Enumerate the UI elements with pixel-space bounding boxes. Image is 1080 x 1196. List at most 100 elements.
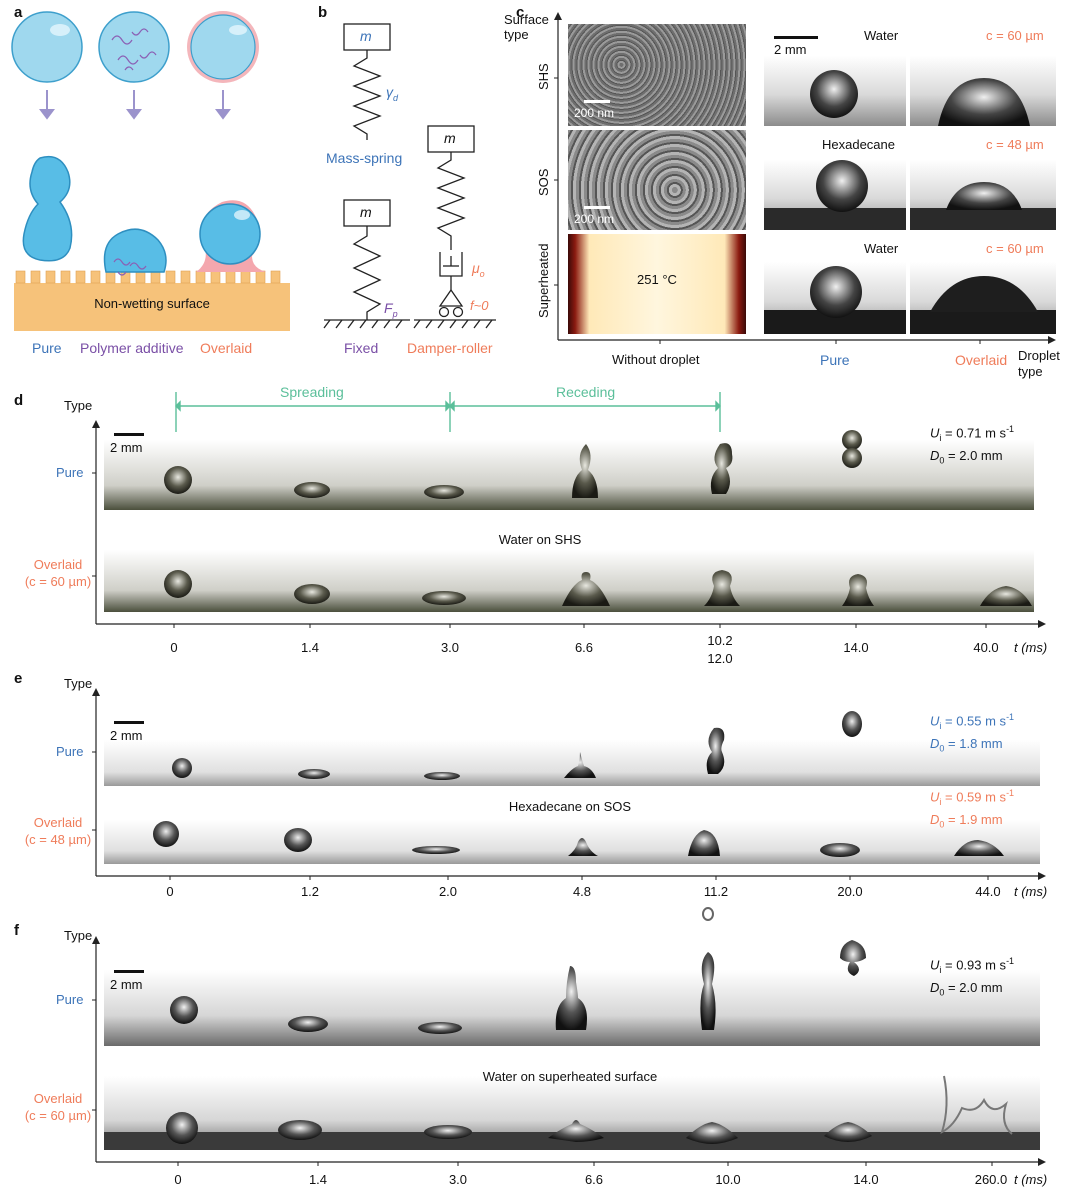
e-scale-label: 2 mm bbox=[110, 728, 143, 743]
mass-m-1: m bbox=[360, 28, 372, 44]
polymer-droplet-icon bbox=[98, 11, 170, 83]
panel-label-b: b bbox=[318, 4, 328, 21]
e-t-axis-label: t (ms) bbox=[1014, 884, 1048, 899]
f-time-1: 1.4 bbox=[308, 1172, 328, 1187]
f-overlaid-label: Overlaid(c = 60 µm) bbox=[24, 1091, 92, 1123]
e-scale-bar bbox=[114, 721, 144, 724]
damper-roller-label: Damper-roller bbox=[407, 340, 493, 356]
e-type-label: Type bbox=[64, 676, 93, 691]
e-overlaid-params: Ui = 0.59 m s-1 D0 = 1.9 mm bbox=[930, 788, 1015, 830]
panel-a-schematic bbox=[11, 11, 290, 331]
f-time-5: 14.0 bbox=[853, 1172, 879, 1187]
e-time-5: 20.0 bbox=[837, 884, 863, 899]
f-time-4: 10.0 bbox=[715, 1172, 741, 1187]
force-fp-label: Fp bbox=[384, 300, 398, 319]
d-pure-label: Pure bbox=[56, 465, 84, 480]
pure-droplet-icon bbox=[11, 11, 83, 83]
panel-label-a: a bbox=[14, 4, 23, 21]
pure-type-label: Pure bbox=[32, 340, 62, 356]
d-scale-bar bbox=[114, 433, 144, 436]
e-time-2: 2.0 bbox=[438, 884, 458, 899]
f-type-label: Type bbox=[64, 928, 93, 943]
fixed-label: Fixed bbox=[344, 340, 379, 356]
e-time-1: 1.2 bbox=[300, 884, 320, 899]
row-shs-label-rot: SHS bbox=[536, 63, 551, 90]
d-time-6: 40.0 bbox=[973, 640, 999, 655]
d-time-0: 0 bbox=[170, 640, 178, 655]
panel-label-c: c bbox=[516, 4, 525, 21]
panel-b-models bbox=[323, 23, 496, 329]
polymer-drop-icon bbox=[103, 228, 167, 273]
f-time-6: 260.0 bbox=[974, 1172, 1008, 1187]
polymer-type-label: Polymer additive bbox=[80, 340, 184, 356]
d-time-1: 1.4 bbox=[300, 640, 320, 655]
panel-label-f: f bbox=[14, 922, 19, 939]
d-params: Ui = 0.71 m s-1 D0 = 2.0 mm bbox=[930, 424, 1015, 466]
pure-bouncing-drop-icon bbox=[22, 155, 73, 262]
e-time-6: 44.0 bbox=[975, 884, 1001, 899]
liquid-hexadecane: Hexadecane bbox=[822, 137, 895, 152]
non-wetting-surface bbox=[14, 283, 290, 331]
panel-f-axes bbox=[92, 907, 1046, 1166]
d-overlaid-label: Overlaid(c = 60 µm) bbox=[24, 557, 92, 589]
sos-sem-image: 200 nm bbox=[568, 130, 746, 230]
f-params: Ui = 0.93 m s-1 D0 = 2.0 mm bbox=[930, 956, 1015, 998]
f-scale-bar bbox=[114, 970, 144, 973]
mass-m-3: m bbox=[444, 130, 456, 146]
scale-bar-2mm bbox=[774, 36, 818, 39]
overlaid-type-label: Overlaid bbox=[200, 340, 253, 356]
mass-m-2: m bbox=[360, 204, 372, 220]
panel-label-e: e bbox=[14, 670, 23, 687]
x-label-overlaid: Overlaid bbox=[955, 352, 1008, 368]
d-caption: Water on SHS bbox=[498, 532, 582, 547]
f-caption: Water on superheated surface bbox=[482, 1069, 658, 1084]
receding-label: Receding bbox=[556, 384, 616, 400]
friction-label: f~0 bbox=[470, 298, 489, 313]
panel-c-droplet-photos bbox=[764, 56, 1056, 334]
f-pure-label: Pure bbox=[56, 992, 84, 1007]
x-label-pure: Pure bbox=[820, 352, 850, 368]
row-sos-label: SOS bbox=[536, 168, 551, 196]
mu-o-label: μo bbox=[472, 260, 485, 279]
liquid-water-1: Water bbox=[864, 28, 899, 43]
scale-2mm-label: 2 mm bbox=[774, 42, 807, 57]
f-time-3: 6.6 bbox=[584, 1172, 604, 1187]
conc-label-3: c = 60 µm bbox=[986, 241, 1044, 256]
surface-label: Non-wetting surface bbox=[94, 296, 210, 311]
panel-e-axes bbox=[92, 688, 1046, 880]
d-time-5: 14.0 bbox=[843, 640, 869, 655]
e-pure-params: Ui = 0.55 m s-1 D0 = 1.8 mm bbox=[930, 712, 1015, 754]
superheated-image: 251 °C bbox=[568, 234, 746, 334]
e-time-4: 11.2 bbox=[703, 884, 729, 899]
spreading-label: Spreading bbox=[280, 384, 344, 400]
f-t-axis-label: t (ms) bbox=[1014, 1172, 1048, 1187]
e-pure-label: Pure bbox=[56, 744, 84, 759]
e-overlaid-label: Overlaid(c = 48 µm) bbox=[24, 815, 92, 847]
conc-label-2: c = 48 µm bbox=[986, 137, 1044, 152]
f-scale-label: 2 mm bbox=[110, 977, 143, 992]
panel-label-d: d bbox=[14, 392, 24, 409]
shs-sem-image: 200 nm bbox=[568, 24, 746, 126]
d-t-axis-label: t (ms) bbox=[1014, 640, 1048, 655]
x-label-without-droplet: Without droplet bbox=[612, 352, 700, 367]
d-scale-label: 2 mm bbox=[110, 440, 143, 455]
d-type-label: Type bbox=[64, 398, 93, 413]
d-time-3: 6.6 bbox=[574, 640, 594, 655]
e-time-3: 4.8 bbox=[572, 884, 592, 899]
panel-d-axes bbox=[92, 392, 1046, 628]
f-time-0: 0 bbox=[174, 1172, 182, 1187]
panel-c-axes bbox=[554, 12, 1056, 344]
gamma-d-label: γd bbox=[386, 84, 399, 103]
d-time-2: 3.0 bbox=[440, 640, 460, 655]
overlaid-drop-icon bbox=[199, 203, 261, 265]
e-caption: Hexadecane on SOS bbox=[508, 799, 632, 814]
row-superheated-label: Superheated bbox=[536, 243, 551, 318]
e-time-0: 0 bbox=[166, 884, 174, 899]
liquid-water-2: Water bbox=[864, 241, 899, 256]
conc-label-1: c = 60 µm bbox=[986, 28, 1044, 43]
mass-spring-label: Mass-spring bbox=[326, 150, 403, 166]
f-time-2: 3.0 bbox=[448, 1172, 468, 1187]
